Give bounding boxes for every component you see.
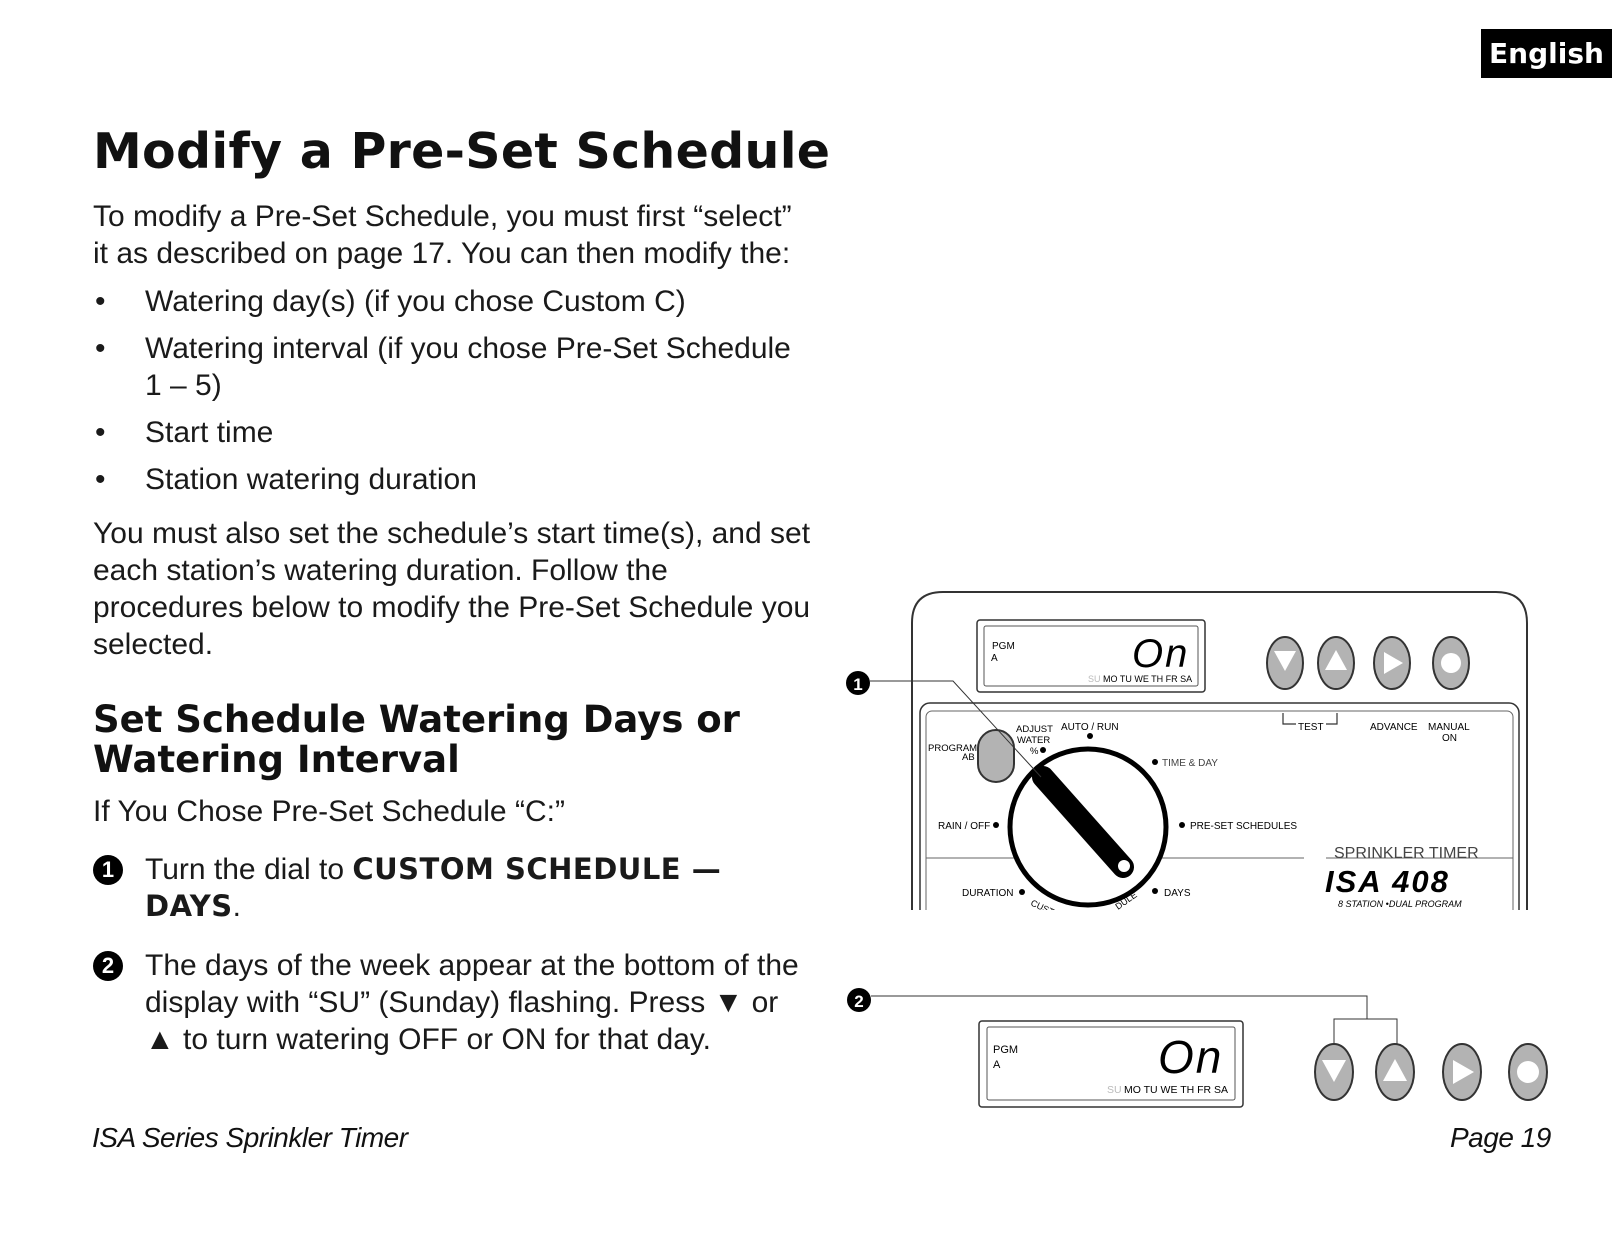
callout-1: 1	[846, 671, 1042, 778]
custom-fragment-label: CUST	[1029, 898, 1056, 918]
model-name: ISA 408	[1325, 864, 1450, 899]
if-you-chose-line: If You Chose Pre-Set Schedule “C:”	[93, 795, 565, 828]
step-2-text: The days of the week appear at the botto…	[145, 949, 799, 1056]
test-label: TEST	[1298, 722, 1324, 733]
up-arrow-icon	[1325, 650, 1347, 670]
page-title: Modify a Pre-Set Schedule	[93, 123, 831, 180]
lcd-days: MO TU WE TH FR SA	[1124, 1084, 1228, 1096]
list-item-text: Watering interval (if you chose Pre-Set …	[145, 332, 791, 402]
list-item: • Watering day(s) (if you chose Custom C)	[93, 283, 813, 320]
mode-dial[interactable]	[1007, 746, 1169, 908]
advance-label: ADVANCE	[1370, 722, 1418, 733]
page-number: Page 19	[1450, 1122, 1551, 1153]
lcd-program-letter: A	[991, 653, 998, 664]
manual-on-button[interactable]	[1508, 1043, 1548, 1101]
advance-button[interactable]	[1442, 1043, 1482, 1101]
modify-list: • Watering day(s) (if you chose Custom C)…	[93, 283, 813, 508]
lcd-value: On	[1132, 632, 1189, 676]
play-icon	[1453, 1060, 1474, 1084]
step-2: 2 The days of the week appear at the bot…	[93, 947, 813, 1058]
sprinkler-timer-label: SPRINKLER TIMER	[1334, 845, 1479, 862]
bullet-icon: •	[95, 463, 106, 496]
manual-on-label: ON	[1442, 733, 1457, 744]
callout-2: 2	[847, 988, 1398, 1045]
footer-title: ISA Series Sprinkler Timer	[92, 1122, 408, 1153]
list-item-text: Station watering duration	[145, 463, 477, 496]
duration-label: DURATION	[962, 888, 1013, 899]
lcd-day-sunday: SU	[1107, 1084, 1122, 1096]
circle-icon	[1441, 653, 1461, 673]
list-item: • Station watering duration	[93, 461, 813, 498]
bullet-icon: •	[95, 332, 106, 365]
rain-off-label: RAIN / OFF	[938, 821, 990, 832]
list-item-text: Start time	[145, 416, 274, 449]
step-number-1: 1	[93, 855, 123, 885]
up-button[interactable]	[1375, 1043, 1415, 1101]
program-ab-label: AB	[962, 752, 975, 763]
list-item: • Start time	[93, 414, 813, 451]
manual-label: MANUAL	[1428, 722, 1470, 733]
days-label: DAYS	[1164, 888, 1191, 899]
section-heading: Set Schedule Watering Days or Watering I…	[93, 698, 740, 781]
svg-text:2: 2	[854, 992, 863, 1011]
step-1: 1 Turn the dial to CUSTOM SCHEDULE — DAY…	[93, 851, 813, 925]
bullet-icon: •	[95, 416, 106, 449]
up-button[interactable]	[1317, 636, 1355, 690]
lcd-days: MO TU WE TH FR SA	[1103, 674, 1192, 684]
down-arrow-icon	[1274, 651, 1296, 671]
play-icon	[1384, 652, 1403, 674]
down-arrow-icon	[1322, 1060, 1346, 1082]
down-button[interactable]	[1266, 636, 1304, 690]
language-tab: English	[1481, 29, 1612, 78]
program-label: PROGRAM	[928, 743, 977, 754]
down-button[interactable]	[1314, 1043, 1354, 1101]
svg-text:1: 1	[853, 675, 862, 694]
dial-position-name: CUSTOM SCHEDULE — DAYS	[145, 852, 722, 923]
auto-run-label: AUTO / RUN	[1061, 722, 1119, 733]
advance-button[interactable]	[1373, 636, 1411, 690]
bullet-icon: •	[95, 285, 106, 318]
controller-face: PGM A On SU MO TU WE TH FR SA TEST ADVAN…	[911, 591, 1528, 918]
lcd-display: PGM A On SU MO TU WE TH FR SA	[976, 619, 1206, 693]
list-item-text: Watering day(s) (if you chose Custom C)	[145, 285, 686, 318]
percent-label: %	[1030, 746, 1039, 757]
preset-schedules-label: PRE-SET SCHEDULES	[1190, 821, 1297, 832]
circle-icon	[1517, 1061, 1539, 1083]
model-subtitle: 8 STATION •DUAL PROGRAM	[1338, 899, 1462, 909]
time-day-label: TIME & DAY	[1162, 758, 1218, 769]
lcd-value: On	[1158, 1031, 1223, 1083]
step-number-2: 2	[93, 951, 123, 981]
lcd-pgm-label: PGM	[992, 641, 1015, 652]
up-arrow-icon	[1383, 1059, 1407, 1081]
lcd-pgm-label: PGM	[993, 1044, 1018, 1056]
water-label: WATER	[1017, 735, 1050, 746]
lcd-program-letter: A	[993, 1059, 1001, 1071]
lcd-display-detail: PGM A On SU MO TU WE TH FR SA	[978, 1020, 1244, 1108]
program-switch[interactable]	[977, 729, 1015, 783]
adjust-label: ADJUST	[1016, 724, 1053, 735]
lcd-day-sunday: SU	[1088, 674, 1101, 684]
step-1-text: Turn the dial to CUSTOM SCHEDULE — DAYS.	[145, 852, 722, 923]
intro-paragraph: To modify a Pre-Set Schedule, you must f…	[93, 200, 792, 270]
also-paragraph: You must also set the schedule’s start t…	[93, 517, 811, 661]
list-item: • Watering interval (if you chose Pre-Set…	[93, 330, 813, 404]
manual-on-button[interactable]	[1432, 636, 1470, 690]
dial-pointer-icon	[1118, 860, 1130, 872]
